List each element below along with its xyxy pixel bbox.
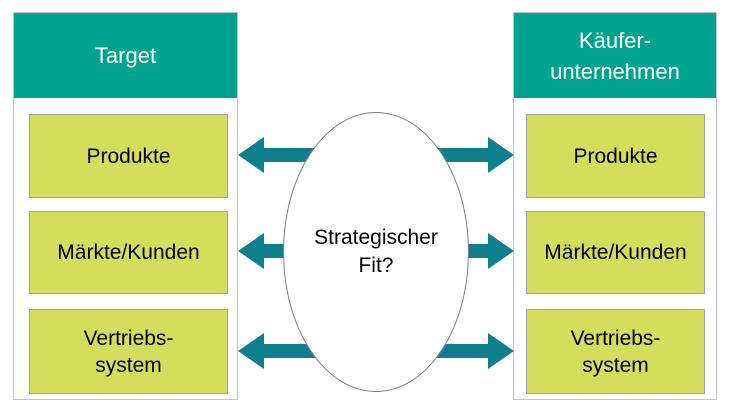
kaeufer-maerkte-kunden-label: Märkte/Kunden [544, 241, 687, 264]
target-maerkte-kunden-box: Märkte/Kunden [29, 211, 228, 294]
target-panel-title: Target [94, 43, 157, 68]
kaeufer-panel-title: Käufer- unternehmen [550, 27, 680, 84]
kaeufer-maerkte-kunden-box: Märkte/Kunden [526, 211, 705, 294]
arrow-left-head-icon [238, 137, 264, 173]
strategic-fit-label: Strategischer Fit? [314, 226, 438, 277]
kaeufer-vertriebssystem-box: Vertriebs- system [526, 309, 705, 394]
target-vertriebssystem-box: Vertriebs- system [29, 309, 228, 394]
kaeufer-panel: Käufer- unternehmen Produkte Märkte/Kund… [513, 12, 717, 400]
arrow-left-head-icon [238, 233, 264, 269]
arrow-right-head-icon [488, 233, 514, 269]
target-panel-header: Target [14, 13, 237, 98]
target-maerkte-kunden-label: Märkte/Kunden [57, 241, 200, 264]
target-produkte-label: Produkte [86, 144, 171, 168]
target-vertriebssystem-label: Vertriebs- system [83, 326, 174, 377]
arrow-left-head-icon [238, 333, 264, 369]
arrow-right-head-icon [488, 137, 514, 173]
kaeufer-produkte-box: Produkte [526, 114, 705, 198]
kaeufer-produkte-label: Produkte [573, 144, 658, 168]
target-produkte-box: Produkte [29, 114, 228, 198]
kaeufer-panel-header: Käufer- unternehmen [514, 13, 716, 98]
kaeufer-vertriebssystem-label: Vertriebs- system [570, 326, 661, 377]
arrow-right-head-icon [488, 333, 514, 369]
target-panel: Target Produkte Märkte/Kunden Vertriebs-… [13, 12, 238, 400]
strategic-fit-ellipse: Strategischer Fit? [283, 112, 469, 392]
